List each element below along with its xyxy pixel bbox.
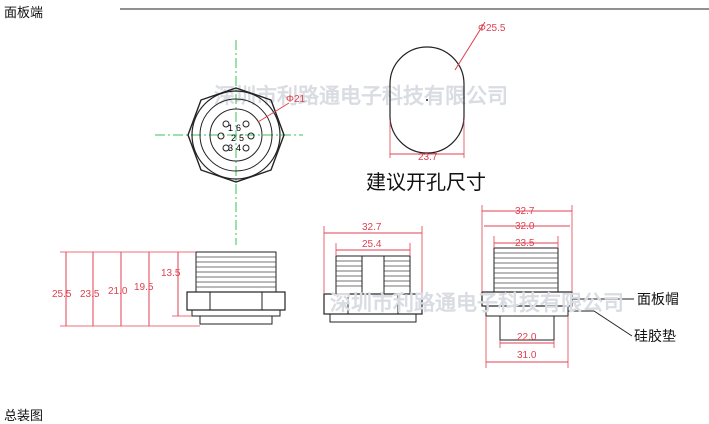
- watermark-left: 深圳市利路通电子科技有限公司: [214, 84, 508, 108]
- diameter-label: Φ21: [286, 94, 306, 105]
- cutout-width-label: 23.7: [418, 152, 438, 163]
- cutout-center: [426, 99, 428, 101]
- watermark-right: 深圳市利路通电子科技有限公司: [330, 291, 624, 315]
- recommended-cutout-label: 建议开孔尺寸: [366, 170, 486, 194]
- pin-number: 5: [239, 133, 244, 143]
- width-label: 25.4: [362, 239, 382, 250]
- pin-number: 1: [228, 123, 233, 133]
- width-label: 32.0: [515, 221, 535, 232]
- height-label: 19.5: [134, 282, 154, 293]
- height-label: 13.5: [161, 268, 181, 279]
- width-label: 32.7: [362, 222, 382, 233]
- width-label: 31.0: [517, 350, 537, 361]
- pin-number: 3: [228, 143, 233, 153]
- pin-number: 6: [236, 123, 241, 133]
- thread-body: [493, 247, 559, 293]
- diameter-leader: [257, 102, 290, 123]
- height-label: 21.0: [108, 286, 128, 297]
- panel-end-title: 面板端: [4, 6, 44, 21]
- cutout-outline: [389, 46, 465, 154]
- middle-ring: [199, 98, 273, 172]
- side-view-middle: 32.7 25.4: [323, 222, 423, 323]
- panel-cap-label: 面板帽: [637, 292, 679, 308]
- side-view-left: 25.5 23.5 21.0 19.5 13.5: [52, 251, 286, 327]
- pin-hole: [242, 144, 250, 152]
- pin-hole: [247, 132, 255, 140]
- pin-hole: [222, 144, 230, 152]
- rear-body: [499, 315, 555, 341]
- pin-number: 2: [231, 133, 236, 143]
- pin-hole: [242, 120, 250, 128]
- center-slot: [361, 255, 385, 295]
- width-label: 23.5: [515, 238, 535, 249]
- side-view-right: 32.7 32.0 23.5 22.0 31.0: [481, 205, 634, 368]
- cutout-diameter-label: Φ25.5: [478, 23, 506, 34]
- hex-nut: [186, 291, 286, 311]
- rear-body: [199, 315, 273, 325]
- gasket-leader: [593, 310, 633, 337]
- cutout-diameter-leader: [454, 21, 486, 71]
- outer-ring: [191, 90, 281, 180]
- cutout-view: Φ25.5 23.7: [389, 21, 506, 163]
- inner-ring: [209, 108, 263, 162]
- height-label: 23.5: [80, 289, 100, 300]
- height-label: 25.5: [52, 289, 72, 300]
- front-view: 1 6 2 5 3 4 Φ21: [155, 40, 306, 245]
- silicone-gasket-label: 硅胶垫: [634, 329, 676, 345]
- pin-hole: [222, 120, 230, 128]
- flange: [191, 309, 281, 317]
- flange: [329, 313, 417, 323]
- pin-number: 4: [236, 143, 241, 153]
- pin-hole: [217, 132, 225, 140]
- width-label: 22.0: [517, 332, 537, 343]
- width-label: 32.7: [515, 206, 535, 217]
